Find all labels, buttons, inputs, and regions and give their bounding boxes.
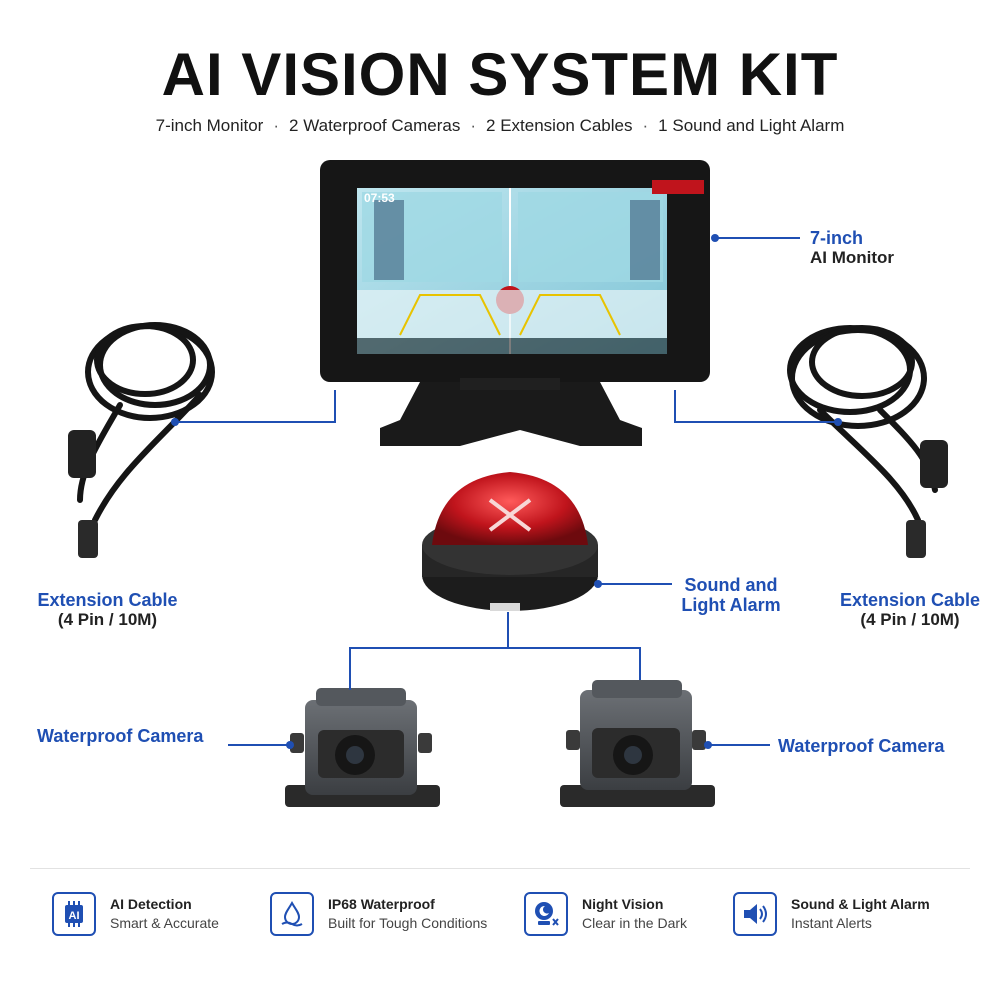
subtitle-separator: · [273,116,280,135]
feature-desc: Smart & Accurate [110,915,219,931]
cable-left-label-line1: Extension Cable [37,590,178,610]
speaker-icon [733,892,777,936]
cable-connector-left [78,520,98,558]
subtitle-item-cables: 2 Extension Cables [486,116,633,135]
feature-title: Night Vision [582,896,664,912]
cable-connector-right [920,440,948,488]
subtitle-item-alarm: 1 Sound and Light Alarm [658,116,845,135]
monitor-label-line1: 7-inch [810,228,864,248]
subtitle-item-cameras: 2 Waterproof Cameras [289,116,461,135]
subtitle-separator: · [470,116,477,135]
feature-desc: Clear in the Dark [582,915,688,931]
feature-sound-light-alarm: Sound & Light Alarm Instant Alerts [733,889,930,939]
feature-title: IP68 Waterproof [328,896,435,912]
alarm-label-line1: Sound and [684,575,778,595]
subtitle-separator: · [642,116,649,135]
cable-left-label-line2: (4 Pin / 10M) [57,610,158,629]
alarm-label-line2: Light Alarm [681,595,781,615]
cable-left-label: Extension Cable (4 Pin / 10M) [20,590,195,630]
ai-chip-icon: AI [52,892,96,936]
water-drop-icon [270,892,314,936]
extension-cable-left-illustration [77,322,215,523]
camera-right-illustration [560,680,715,807]
feature-ai-detection: AI AI Detection Smart & Accurate [52,889,219,939]
cable-right-label: Extension Cable (4 Pin / 10M) [825,590,995,630]
features-divider [30,868,970,869]
page-title: AI VISION SYSTEM KIT [161,41,839,108]
monitor-label-line2: AI Monitor [810,248,895,267]
cable-right-label-line2: (4 Pin / 10M) [860,610,960,629]
subtitle-item-monitor: 7-inch Monitor [155,116,264,135]
feature-ip68-waterproof: IP68 Waterproof Built for Tough Conditio… [270,889,487,939]
kit-contents-subtitle: 7-inch Monitor · 2 Waterproof Cameras · 2 Ex… [0,116,1000,136]
extension-cable-right-illustration [787,325,938,523]
camera-right-label: Waterproof Camera [778,736,945,756]
monitor-label: 7-inch AI Monitor [810,228,894,268]
feature-title: AI Detection [110,896,192,912]
alarm-illustration [422,472,598,611]
feature-night-vision: Night Vision Clear in the Dark [524,889,687,939]
night-moon-camera-icon [524,892,568,936]
svg-text:AI: AI [69,910,80,922]
product-illustration [68,160,948,807]
monitor-illustration [320,160,710,446]
camera-left-label: Waterproof Camera [37,726,204,746]
cable-connector-left [68,430,96,478]
connection-lines [175,237,838,746]
connection-dots [171,234,842,749]
camera-left-illustration [285,688,440,807]
alarm-label: Sound and Light Alarm [672,575,790,615]
screen-time: 07:53 [364,191,395,205]
feature-desc: Instant Alerts [791,915,872,931]
feature-desc: Built for Tough Conditions [328,915,488,931]
cable-right-label-line1: Extension Cable [839,590,981,610]
feature-title: Sound & Light Alarm [791,896,930,912]
cable-connector-right [906,520,926,558]
